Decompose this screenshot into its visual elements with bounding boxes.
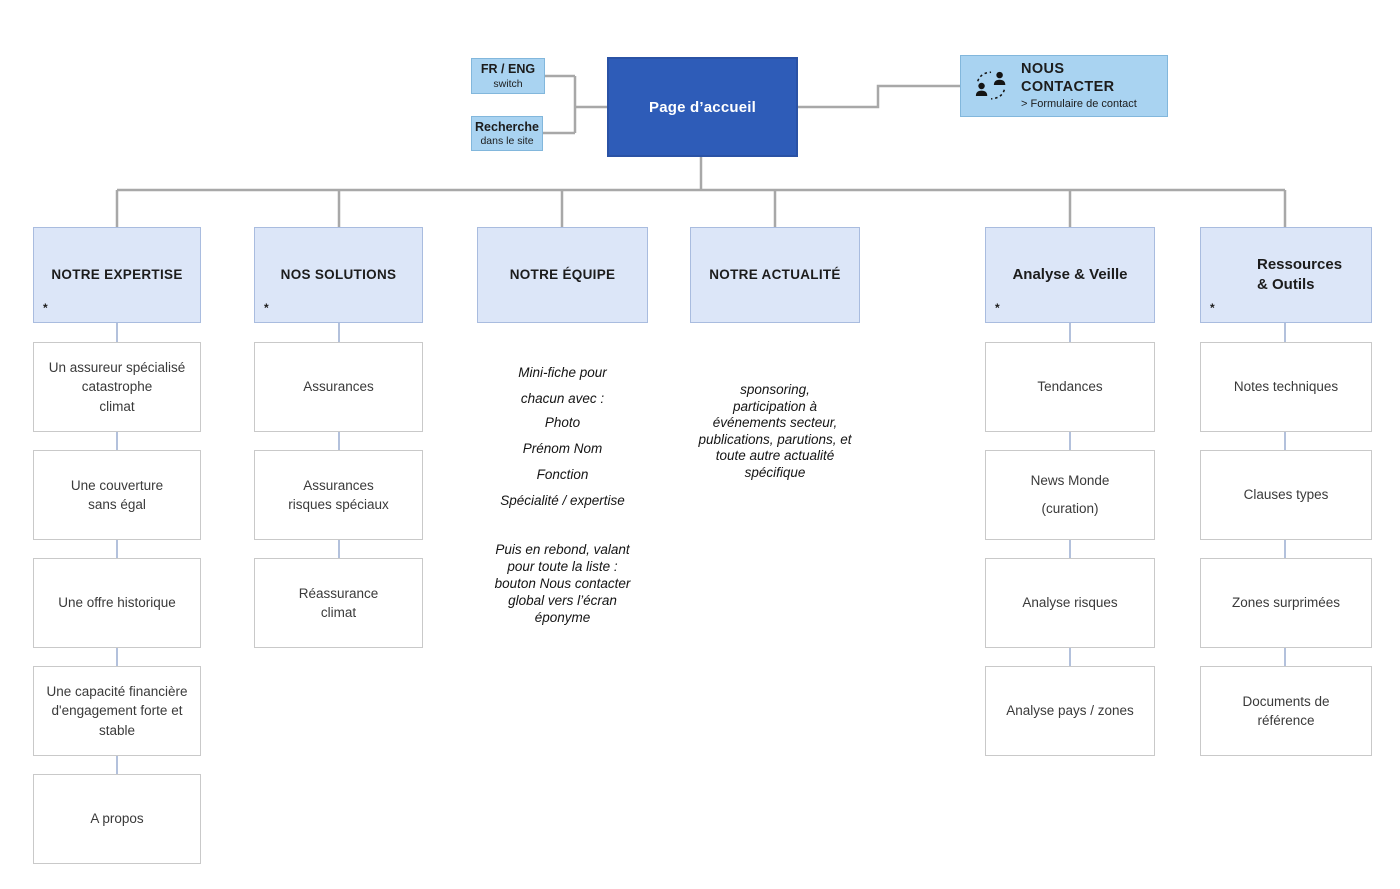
- sitemap-node: News Monde (curation): [985, 450, 1155, 540]
- node-label: Analyse pays / zones: [1006, 703, 1134, 719]
- language-switch-node: FR / ENG switch: [471, 58, 545, 94]
- column-header-label: NOTRE ACTUALITÉ: [709, 266, 841, 282]
- contact-sublabel: > Formulaire de contact: [1021, 98, 1137, 111]
- column-header-label: Ressources & Outils: [1257, 255, 1343, 293]
- sitemap-node: Documents de référence: [1200, 666, 1372, 756]
- column-header-analyse-veille: Analyse & Veille *: [985, 227, 1155, 323]
- node-label: Tendances: [1037, 379, 1103, 395]
- team-note-intro: Mini-fiche pour chacun avec :: [518, 365, 607, 406]
- sitemap-node: Analyse pays / zones: [985, 666, 1155, 756]
- homepage-node: Page d’accueil: [607, 57, 798, 157]
- column-header-notre-equipe: NOTRE ÉQUIPE: [477, 227, 648, 323]
- people-exchange-icon: [973, 69, 1011, 103]
- column-header-ressources-outils: Ressources & Outils *: [1200, 227, 1372, 323]
- sitemap-node: Tendances: [985, 342, 1155, 432]
- column-header-label: NOS SOLUTIONS: [280, 266, 397, 282]
- node-label: Assurances risques spéciaux: [288, 477, 389, 512]
- node-label: Analyse risques: [1022, 595, 1118, 611]
- asterisk-marker: *: [43, 300, 48, 315]
- homepage-label: Page d’accueil: [648, 98, 757, 116]
- column-header-label: NOTRE EXPERTISE: [51, 266, 183, 282]
- contact-node: NOUS CONTACTER > Formulaire de contact: [960, 55, 1168, 117]
- asterisk-marker: *: [995, 300, 1000, 315]
- sitemap-node: Notes techniques: [1200, 342, 1372, 432]
- sitemap-node: Réassurance climat: [254, 558, 423, 648]
- language-switch-sublabel: switch: [493, 77, 523, 90]
- asterisk-marker: *: [264, 300, 269, 315]
- node-label: Réassurance climat: [298, 585, 379, 620]
- sitemap-node: Assurances: [254, 342, 423, 432]
- node-label: Clauses types: [1243, 487, 1329, 503]
- team-note-footer: Puis en rebond, valant pour toute la lis…: [494, 542, 631, 625]
- news-note-body: sponsoring, participation à événements s…: [698, 382, 852, 480]
- sitemap-node: Clauses types: [1200, 450, 1372, 540]
- column-header-label: Analyse & Veille: [1012, 265, 1128, 283]
- asterisk-marker: *: [1210, 300, 1215, 315]
- sitemap-node: Analyse risques: [985, 558, 1155, 648]
- node-label: Notes techniques: [1233, 379, 1339, 395]
- site-search-sublabel: dans le site: [480, 135, 534, 148]
- sitemap-node: Une couverture sans égal: [33, 450, 201, 540]
- node-label: Zones surprimées: [1231, 595, 1341, 611]
- site-search-node: Recherche dans le site: [471, 116, 543, 151]
- sitemap-node: Une offre historique: [33, 558, 201, 648]
- node-label: Une couverture sans égal: [70, 477, 164, 512]
- node-label: Une capacité financière d'engagement for…: [46, 684, 188, 738]
- column-header-label: NOTRE ÉQUIPE: [509, 266, 616, 282]
- site-search-label: Recherche: [475, 119, 539, 134]
- sitemap-node: Zones surprimées: [1200, 558, 1372, 648]
- sitemap-node: Une capacité financière d'engagement for…: [33, 666, 201, 756]
- language-switch-label: FR / ENG: [480, 62, 536, 77]
- node-label: A propos: [90, 811, 144, 827]
- column-header-nos-solutions: NOS SOLUTIONS *: [254, 227, 423, 323]
- node-label: Une offre historique: [58, 595, 176, 611]
- sitemap-node: Assurances risques spéciaux: [254, 450, 423, 540]
- contact-label: NOUS CONTACTER: [1021, 61, 1115, 96]
- column-header-notre-actualite: NOTRE ACTUALITÉ: [690, 227, 860, 323]
- node-label: Assurances: [303, 379, 374, 395]
- node-label: News Monde (curation): [1030, 472, 1110, 516]
- node-label: Un assureur spécialisé catastrophe clima…: [48, 360, 186, 414]
- sitemap-node: A propos: [33, 774, 201, 864]
- column-header-notre-expertise: NOTRE EXPERTISE *: [33, 227, 201, 323]
- team-note-fields: Photo Prénom Nom Fonction Spécialité / e…: [500, 415, 625, 508]
- node-label: Documents de référence: [1242, 693, 1330, 728]
- sitemap-node: Un assureur spécialisé catastrophe clima…: [33, 342, 201, 432]
